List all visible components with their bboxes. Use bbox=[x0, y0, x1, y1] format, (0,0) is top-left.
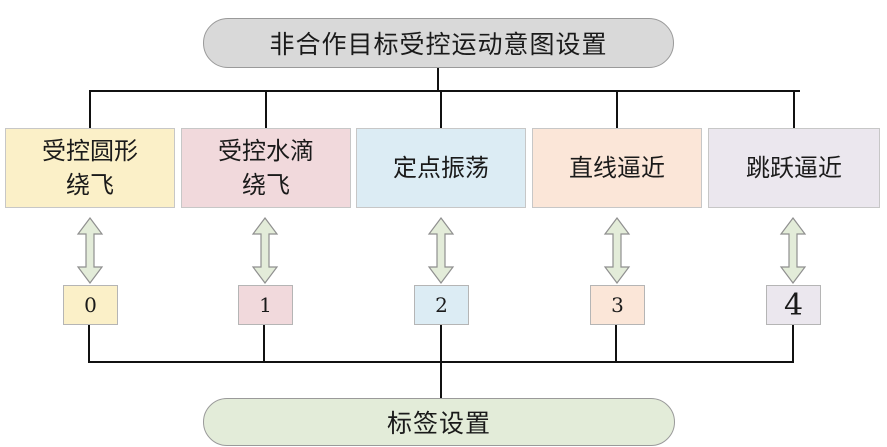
mode-label-4: 跳跃逼近 bbox=[746, 154, 842, 182]
double-arrow-2 bbox=[427, 217, 455, 284]
mode-label-0: 受控圆形 绕飞 bbox=[42, 137, 138, 199]
title-text: 非合作目标受控运动意图设置 bbox=[269, 30, 608, 59]
mode-label-2: 定点振荡 bbox=[393, 154, 489, 182]
label-value-1: 1 bbox=[259, 293, 272, 317]
mode-box-fixed-point-oscillation: 定点振荡 bbox=[356, 128, 526, 208]
mode-box-circular-flyaround: 受控圆形 绕飞 bbox=[5, 128, 175, 208]
double-arrow-4 bbox=[779, 217, 807, 284]
title-box: 非合作目标受控运动意图设置 bbox=[203, 18, 674, 68]
footer-box: 标签设置 bbox=[203, 398, 675, 446]
mode-box-jump-approach: 跳跃逼近 bbox=[708, 128, 880, 208]
mode-label-1: 受控水滴 绕飞 bbox=[218, 137, 314, 199]
double-arrow-1 bbox=[251, 217, 279, 284]
label-value-2: 2 bbox=[435, 293, 448, 317]
mode-box-linear-approach: 直线逼近 bbox=[532, 128, 702, 208]
mode-label-3: 直线逼近 bbox=[569, 154, 665, 182]
double-arrow-0 bbox=[76, 217, 104, 284]
label-value-0: 0 bbox=[84, 293, 97, 317]
label-box-1: 1 bbox=[238, 285, 293, 325]
label-box-0: 0 bbox=[63, 285, 118, 325]
double-arrow-3 bbox=[603, 217, 631, 284]
mode-box-waterdrop-flyaround: 受控水滴 绕飞 bbox=[181, 128, 351, 208]
footer-text: 标签设置 bbox=[386, 409, 491, 438]
label-value-3: 3 bbox=[611, 293, 624, 317]
label-box-4: 4 bbox=[766, 285, 821, 325]
label-value-4: 4 bbox=[783, 287, 804, 323]
label-box-2: 2 bbox=[414, 285, 469, 325]
label-box-3: 3 bbox=[590, 285, 645, 325]
